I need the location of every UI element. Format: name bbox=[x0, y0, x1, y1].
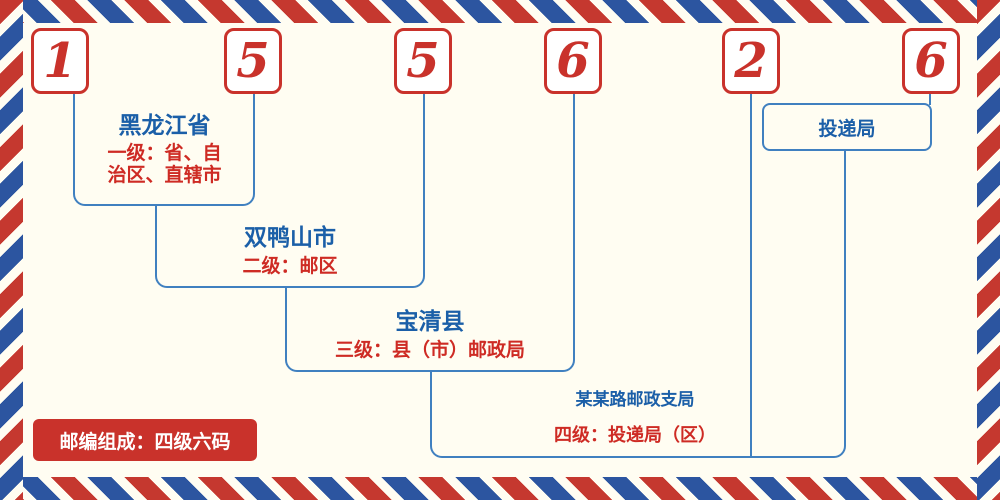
digit-2: 5 bbox=[236, 33, 270, 89]
level4-branch-name: 某某路邮政支局 bbox=[575, 390, 695, 409]
envelope-border-top bbox=[0, 0, 1000, 23]
connector-digit4-line bbox=[573, 94, 575, 288]
digit-3: 5 bbox=[406, 33, 440, 89]
delivery-office-label: 投递局 bbox=[818, 118, 876, 140]
envelope-border-left bbox=[0, 0, 23, 500]
level2-city-name: 双鸭山市 bbox=[244, 224, 336, 250]
level3-description: 三级：县（市）邮政局 bbox=[334, 340, 525, 361]
level1-province-name: 黑龙江省 bbox=[118, 112, 211, 138]
envelope-border-bottom bbox=[0, 477, 1000, 500]
connector-bracket-level4 bbox=[430, 370, 846, 458]
digit-box-1: 1 bbox=[31, 28, 89, 94]
connector-digit6-line bbox=[929, 94, 931, 105]
digit-box-4: 6 bbox=[544, 28, 602, 94]
connector-digit5-line bbox=[750, 94, 752, 458]
digit-5: 2 bbox=[734, 33, 768, 89]
delivery-office-box: 投递局 bbox=[762, 103, 932, 151]
level2-description: 二级：邮区 bbox=[242, 256, 338, 277]
postal-code-composition-badge: 邮编组成：四级六码 bbox=[33, 419, 257, 461]
connector-delivery-office-line bbox=[844, 149, 846, 372]
level3-county-name: 宝清县 bbox=[395, 308, 465, 334]
level1-description-line1: 一级：省、自 bbox=[107, 143, 222, 164]
digit-box-2: 5 bbox=[224, 28, 282, 94]
digit-box-5: 2 bbox=[722, 28, 780, 94]
envelope-border-right bbox=[977, 0, 1000, 500]
digit-box-6: 6 bbox=[902, 28, 960, 94]
level1-description: 一级：省、自 治区、直辖市 bbox=[62, 143, 267, 187]
level4-description: 四级：投递局（区） bbox=[554, 425, 716, 445]
digit-box-3: 5 bbox=[394, 28, 452, 94]
digit-6: 6 bbox=[914, 33, 948, 89]
digit-1: 1 bbox=[43, 33, 77, 89]
connector-digit3-line bbox=[423, 94, 425, 206]
digit-4: 6 bbox=[556, 33, 590, 89]
level1-description-line2: 治区、直辖市 bbox=[107, 165, 222, 186]
